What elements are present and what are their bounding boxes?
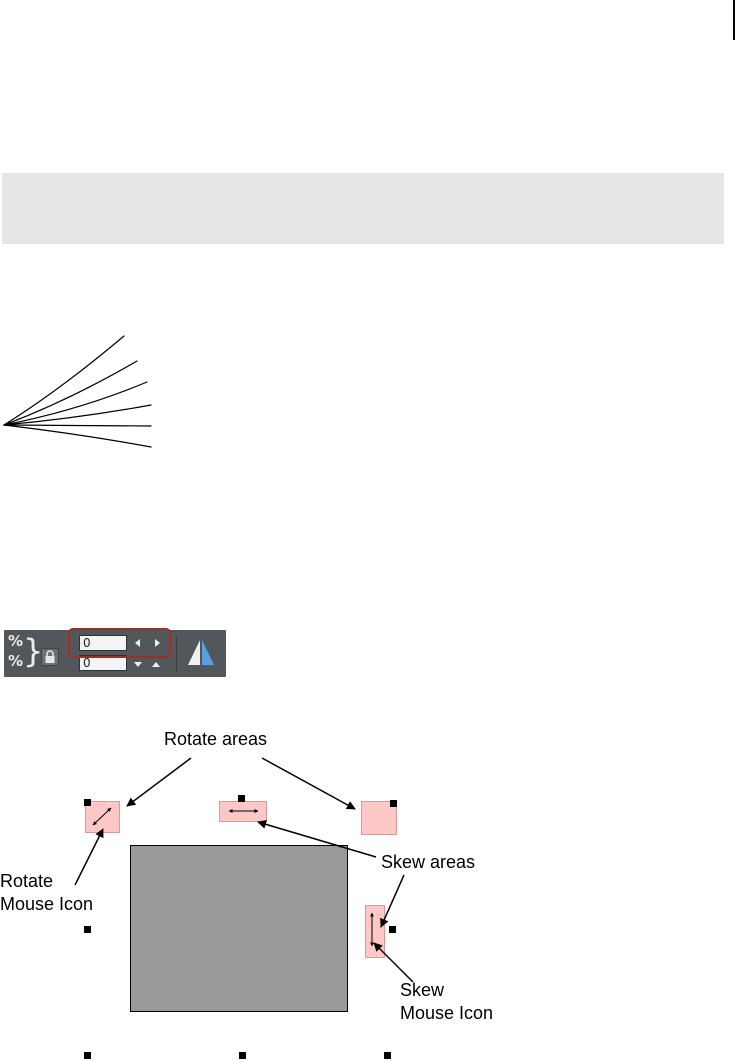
transform-areas-diagram: Rotate areas Skew areas Rotate Mouse Ico… bbox=[0, 720, 736, 1062]
note-box bbox=[2, 173, 724, 244]
fan-line-2 bbox=[3, 360, 138, 426]
rotate-callout-arrow-right bbox=[261, 757, 356, 810]
handle-bottom-left[interactable] bbox=[84, 1052, 91, 1059]
fan-line-5 bbox=[3, 424, 152, 427]
rotate-mouse-icon-label-line2: Mouse Icon bbox=[0, 894, 94, 914]
rotate-callout-arrow-left bbox=[126, 757, 192, 807]
highlight-box bbox=[68, 628, 171, 658]
triangle-left-icon bbox=[135, 639, 140, 647]
handle-top-right[interactable] bbox=[390, 800, 397, 807]
skew-mouse-callout-arrow bbox=[373, 942, 414, 983]
flip-horizontal-icon bbox=[188, 640, 214, 665]
skew-callout-arrow-right bbox=[380, 874, 405, 928]
handle-bottom-middle[interactable] bbox=[239, 1052, 246, 1059]
toolbar-separator bbox=[176, 636, 177, 672]
aspect-lock-button[interactable] bbox=[41, 648, 59, 666]
handle-middle-left[interactable] bbox=[84, 926, 91, 933]
fan-line-3 bbox=[3, 381, 148, 426]
fan-lines-graphic bbox=[3, 335, 152, 448]
fan-line-1 bbox=[3, 335, 125, 426]
rotate-areas-label: Rotate areas bbox=[164, 729, 268, 749]
skew-mouse-icon-label-line1: Skew bbox=[400, 980, 445, 1000]
triangle-up-icon bbox=[152, 662, 160, 667]
handle-top-left[interactable] bbox=[84, 799, 91, 806]
triangle-right-icon bbox=[155, 639, 160, 647]
rotate-mouse-icon bbox=[92, 807, 112, 826]
percent-label-bottom: % bbox=[8, 652, 24, 670]
padlock-icon bbox=[45, 650, 55, 663]
rotate-mouse-callout-arrow bbox=[74, 828, 104, 886]
skew-mouse-icon-label-line2: Mouse Icon bbox=[400, 1003, 494, 1023]
decrement-button[interactable] bbox=[132, 636, 144, 650]
page-edge-rule bbox=[733, 0, 735, 40]
skew-toolbar: % % } 0 0 bbox=[4, 628, 226, 677]
skew-angle-field[interactable]: 0 bbox=[79, 635, 127, 651]
skew-callout-arrow-top bbox=[257, 819, 377, 858]
increment-button[interactable] bbox=[151, 636, 163, 650]
handle-top-middle[interactable] bbox=[238, 795, 245, 802]
up-button[interactable] bbox=[150, 657, 162, 671]
fan-line-4 bbox=[3, 404, 152, 426]
brace-glyph: } bbox=[23, 632, 44, 670]
rotate-mouse-icon-label-line1: Rotate bbox=[0, 871, 54, 891]
selected-object bbox=[130, 845, 348, 1012]
down-button[interactable] bbox=[132, 657, 144, 671]
fan-line-6 bbox=[3, 424, 152, 448]
skew-value-field[interactable]: 0 bbox=[79, 655, 127, 671]
percent-label-top: % bbox=[8, 632, 24, 650]
handle-bottom-right[interactable] bbox=[384, 1052, 391, 1059]
callout-arrows bbox=[74, 757, 414, 983]
triangle-down-icon bbox=[134, 662, 142, 667]
skew-areas-label: Skew areas bbox=[381, 852, 476, 872]
handle-middle-right[interactable] bbox=[389, 926, 396, 933]
